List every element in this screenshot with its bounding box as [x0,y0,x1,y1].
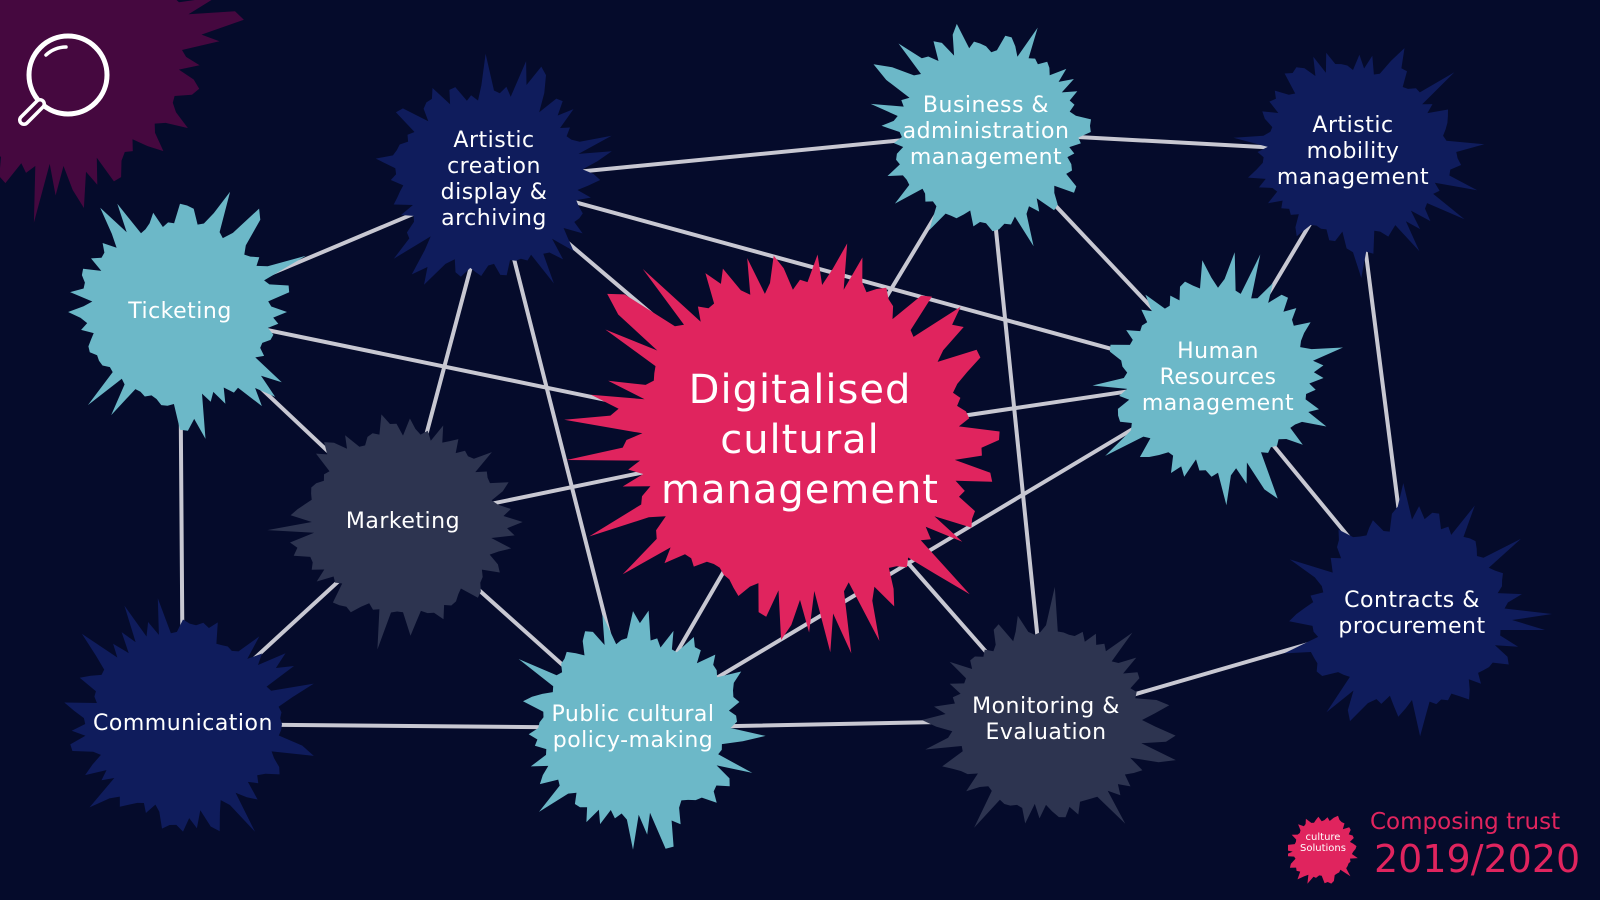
node-splash-marketing [267,414,523,650]
brand-year: 2019/2020 [1374,837,1581,881]
node-label-line: management [909,145,1063,170]
node-label-marketing: Marketing [346,509,460,535]
brand-logo-line: Solutions [1300,843,1346,854]
node-splash-communication [64,598,314,832]
node-label-line: Human [1177,339,1259,364]
node-splash-business-administration [870,23,1091,247]
node-splash-public-cultural-policy [518,610,766,850]
node-splash-digitalised-cultural-management [564,243,1000,654]
node-label-monitoring-evaluation: Monitoring &Evaluation [972,694,1120,746]
node-label-line: Contracts & [1344,588,1480,613]
brand-logo-text: culture Solutions [1288,832,1358,854]
node-label-line: Business & [922,93,1050,118]
node-splash-artistic-mobility [1233,48,1485,278]
node-splash-artistic-creation [375,53,612,285]
node-label-line: Public cultural [551,702,715,727]
node-label-contracts-procurement: Contracts &procurement [1338,588,1485,640]
node-label-line: archiving [441,206,547,231]
brand-tagline: Composing trust [1370,809,1561,835]
brand-logo-line: culture [1305,832,1341,843]
node-label-line: administration [902,119,1070,144]
node-label-line: Monitoring & [972,694,1120,719]
node-label-line: Digitalised [688,367,912,413]
node-label-line: policy-making [552,728,714,753]
node-label-line: Marketing [345,509,461,534]
corner-splash-shape [0,0,244,223]
node-label-communication: Communication [93,711,273,737]
node-label-line: Evaluation [985,720,1107,745]
brand-logo-splash [1288,815,1358,884]
node-label-line: cultural [720,417,880,463]
node-splash-contracts-procurement [1284,483,1553,737]
corner-splash [0,0,244,223]
node-splash-ticketing [68,191,306,439]
node-label-line: creation [447,154,541,179]
node-label-line: management [1276,165,1430,190]
magnifier-icon [18,33,110,126]
node-label-line: management [1141,391,1295,416]
node-label-line: Communication [93,711,273,736]
node-label-line: Artistic [453,128,535,153]
node-label-line: Ticketing [128,299,232,324]
node-label-line: management [661,467,939,513]
node-label-line: procurement [1338,614,1486,639]
node-splashes [64,23,1553,850]
node-splash-monitoring-evaluation [921,586,1176,828]
node-label-ticketing: Ticketing [128,299,232,325]
brand-block: culture Solutions Composing trust 2019/2… [1288,808,1588,888]
node-label-line: Artistic [1312,113,1394,138]
culture-solutions-logo [1288,815,1358,884]
node-label-line: Resources [1159,365,1277,390]
node-label-line: mobility [1306,139,1400,164]
node-label-line: display & [440,180,548,205]
node-splash-human-resources [1092,252,1343,506]
